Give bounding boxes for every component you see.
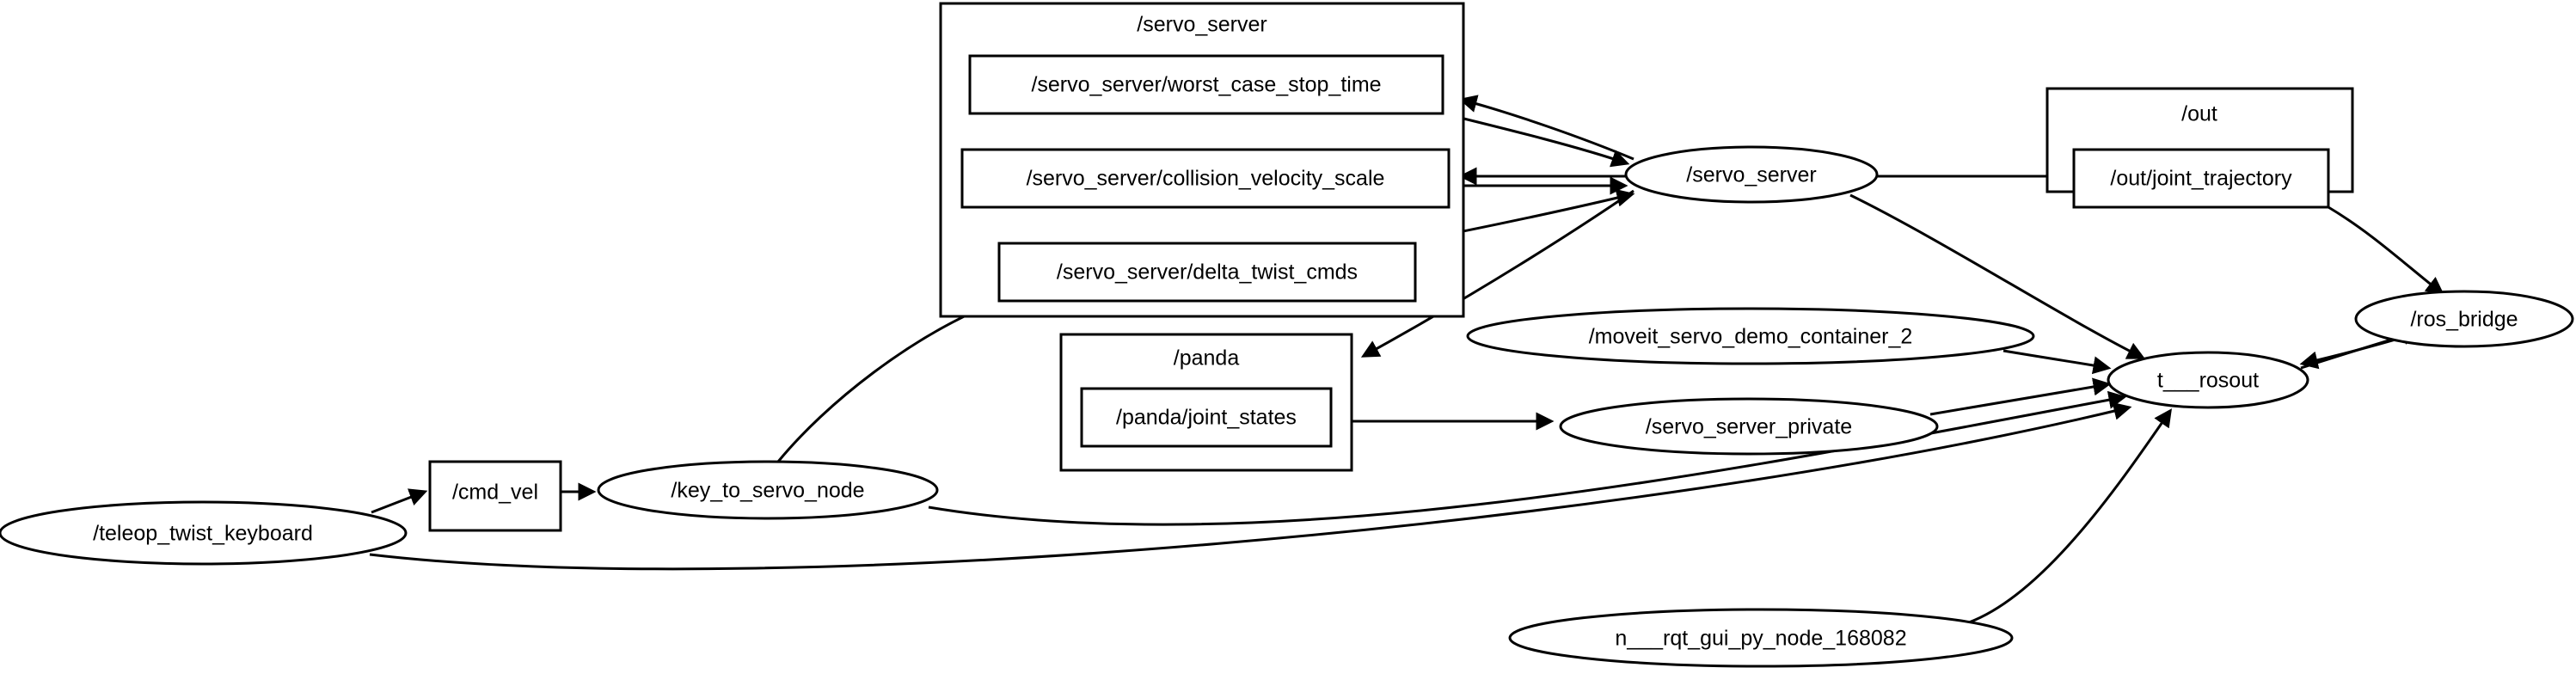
topic-label-panda-joint-states: /panda/joint_states — [1116, 406, 1297, 430]
node-label-servo-server-private: /servo_server_private — [1646, 415, 1852, 439]
node-label-t-rosout: t___rosout — [2157, 369, 2259, 393]
node-key-to-servo-node[interactable] — [597, 460, 939, 520]
node-servo-server[interactable] — [1624, 145, 1879, 204]
node-t-rosout[interactable] — [2107, 351, 2309, 409]
node-label-ros-bridge: /ros_bridge — [2410, 308, 2518, 332]
cluster-servo-server-label: /servo_server — [1137, 13, 1267, 37]
node-label-teleop-twist-keyboard: /teleop_twist_keyboard — [93, 522, 313, 546]
topic-label-cmd-vel: /cmd_vel — [452, 481, 538, 505]
topic-box-collision-velocity-scale[interactable] — [960, 148, 1451, 209]
edge-key_to_servo_node-to-delta_twist_cmds — [776, 297, 1003, 463]
topic-label-collision-velocity-scale: /servo_server/collision_velocity_scale — [1027, 167, 1385, 191]
edge-moveit_servo_demo_container_2-to-t_rosout — [2003, 349, 2112, 375]
edge-teleop_twist_keyboard-to-t_rosout — [369, 401, 2132, 571]
edge-worst_case_stop_time-to-servo_server — [1442, 112, 1630, 168]
topic-box-delta-twist-cmds[interactable] — [997, 242, 1417, 303]
node-rqt-gui-py-node[interactable] — [1508, 608, 2014, 668]
topic-label-delta-twist-cmds: /servo_server/delta_twist_cmds — [1057, 260, 1358, 285]
node-ros-bridge[interactable] — [2354, 290, 2574, 348]
topic-label-out-joint-trajectory: /out/joint_trajectory — [2110, 167, 2292, 191]
edge-servo_server-to-worst_case_stop_time — [1458, 95, 1635, 161]
topic-label-worst-case-stop-time: /servo_server/worst_case_stop_time — [1031, 73, 1381, 97]
topic-layer: /servo_server/worst_case_stop_time /serv… — [428, 54, 2330, 532]
node-moveit-servo-demo-container-2[interactable] — [1466, 307, 2035, 365]
edge-teleop_twist_keyboard-to-cmd_vel — [371, 488, 428, 514]
cluster-panda-label: /panda — [1174, 346, 1240, 371]
topic-box-out-joint-trajectory[interactable] — [2072, 148, 2330, 209]
topic-box-panda-joint-states[interactable] — [1080, 387, 1333, 448]
topic-box-worst-case-stop-time[interactable] — [968, 54, 1444, 115]
node-label-key-to-servo-node: /key_to_servo_node — [671, 479, 864, 503]
edge-servo_server-to-t_rosout — [1849, 193, 2146, 359]
edge-servo_server-to-panda_joint_states — [1360, 189, 1635, 358]
node-label-rqt-gui-py-node: n___rqt_gui_py_node_168082 — [1615, 627, 1906, 651]
node-layer: /servo_server /moveit_servo_demo_contain… — [0, 145, 2574, 668]
edge-key_to_servo_node-to-t_rosout — [928, 390, 2127, 526]
node-label-moveit-servo-demo-container-2: /moveit_servo_demo_container_2 — [1589, 325, 1913, 349]
edge-rqt_gui_py_node-to-t_rosout — [1968, 408, 2172, 624]
cluster-out-label: /out — [2181, 102, 2217, 126]
edge-servo_server_private-to-t_rosout — [1929, 377, 2112, 416]
edge-out_joint_trajectory-to-ros_bridge — [2328, 205, 2444, 296]
node-label-servo-server: /servo_server — [1686, 163, 1816, 187]
node-teleop-twist-keyboard[interactable] — [0, 500, 408, 566]
topic-box-cmd-vel[interactable] — [428, 460, 562, 532]
node-servo-server-private[interactable] — [1559, 397, 1939, 456]
